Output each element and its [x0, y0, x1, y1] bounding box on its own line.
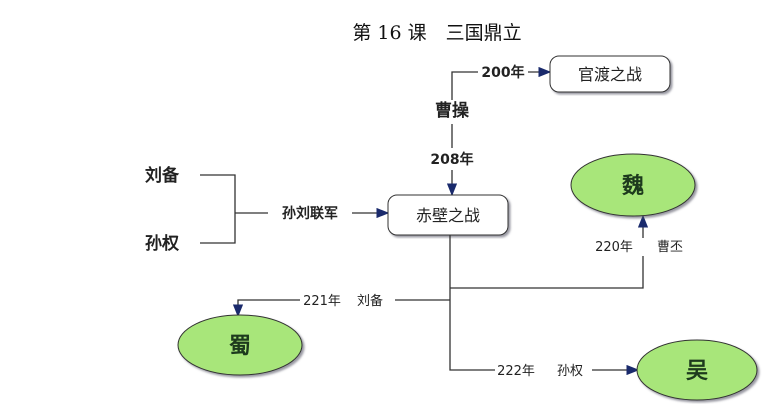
node-wei-label: 魏	[621, 173, 644, 199]
person-sunquan: 孙权	[145, 233, 180, 254]
node-chibi-label: 赤壁之战	[416, 206, 480, 225]
trunk-line	[449, 235, 495, 371]
label-shu-ruler: 刘备	[357, 293, 383, 309]
caocao-connector	[451, 71, 478, 100]
alliance-bracket	[200, 174, 268, 244]
node-wei	[570, 153, 696, 217]
shu-branch	[237, 299, 450, 312]
label-wu-ruler: 孙权	[557, 363, 583, 379]
node-shu-label: 蜀	[229, 334, 251, 359]
wei-branch	[450, 256, 644, 289]
label-shu-year: 221年	[303, 294, 341, 309]
node-guandu-label: 官渡之战	[578, 65, 642, 84]
node-guandu	[549, 55, 671, 93]
node-wu-label: 吴	[686, 359, 708, 384]
page-title: 第 16 课 三国鼎立	[352, 22, 521, 44]
label-200: 200年	[481, 64, 524, 81]
label-wu-year: 222年	[497, 364, 535, 379]
label-208: 208年	[430, 151, 473, 168]
label-wei-year: 220年	[595, 240, 633, 255]
person-caocao: 曹操	[435, 100, 469, 121]
person-liubei: 刘备	[145, 165, 180, 186]
label-alliance: 孙刘联军	[282, 205, 338, 222]
node-chibi	[387, 194, 509, 236]
node-wu	[636, 339, 758, 401]
label-wei-ruler: 曹丕	[657, 240, 683, 255]
node-shu	[177, 314, 303, 376]
